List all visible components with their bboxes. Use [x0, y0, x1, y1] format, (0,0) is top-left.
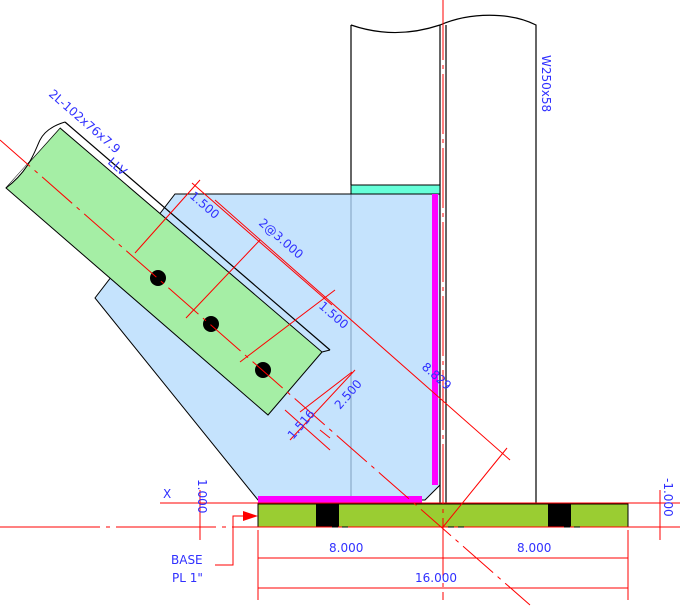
brace-end — [321, 349, 331, 353]
brace-break-line — [5, 121, 66, 189]
column-label: W250x58 — [539, 55, 553, 112]
dim-half-width-left: 8.000 — [329, 541, 363, 555]
anchor-bolt-right[interactable] — [548, 504, 571, 527]
x-marker: X — [163, 487, 171, 501]
dim-half-width-right: 8.000 — [517, 541, 551, 555]
leader-arrow — [243, 511, 258, 521]
base-plate-label-2: PL 1" — [172, 571, 203, 585]
anchor-bolt-left[interactable] — [316, 504, 339, 527]
weld-horizontal — [258, 496, 422, 503]
brace-outer-leg — [64, 121, 331, 351]
dimension-lines — [134, 179, 661, 600]
column-stiffener[interactable] — [350, 184, 441, 195]
dim-total-width: 16.000 — [415, 571, 457, 585]
base-plate-label-1: BASE — [171, 553, 203, 567]
dim-plate-offset-right: -1.000 — [661, 478, 675, 517]
dim-plate-offset-left: 1.000 — [195, 479, 209, 513]
column-outline[interactable] — [350, 14, 537, 503]
weld-vertical — [432, 194, 438, 485]
